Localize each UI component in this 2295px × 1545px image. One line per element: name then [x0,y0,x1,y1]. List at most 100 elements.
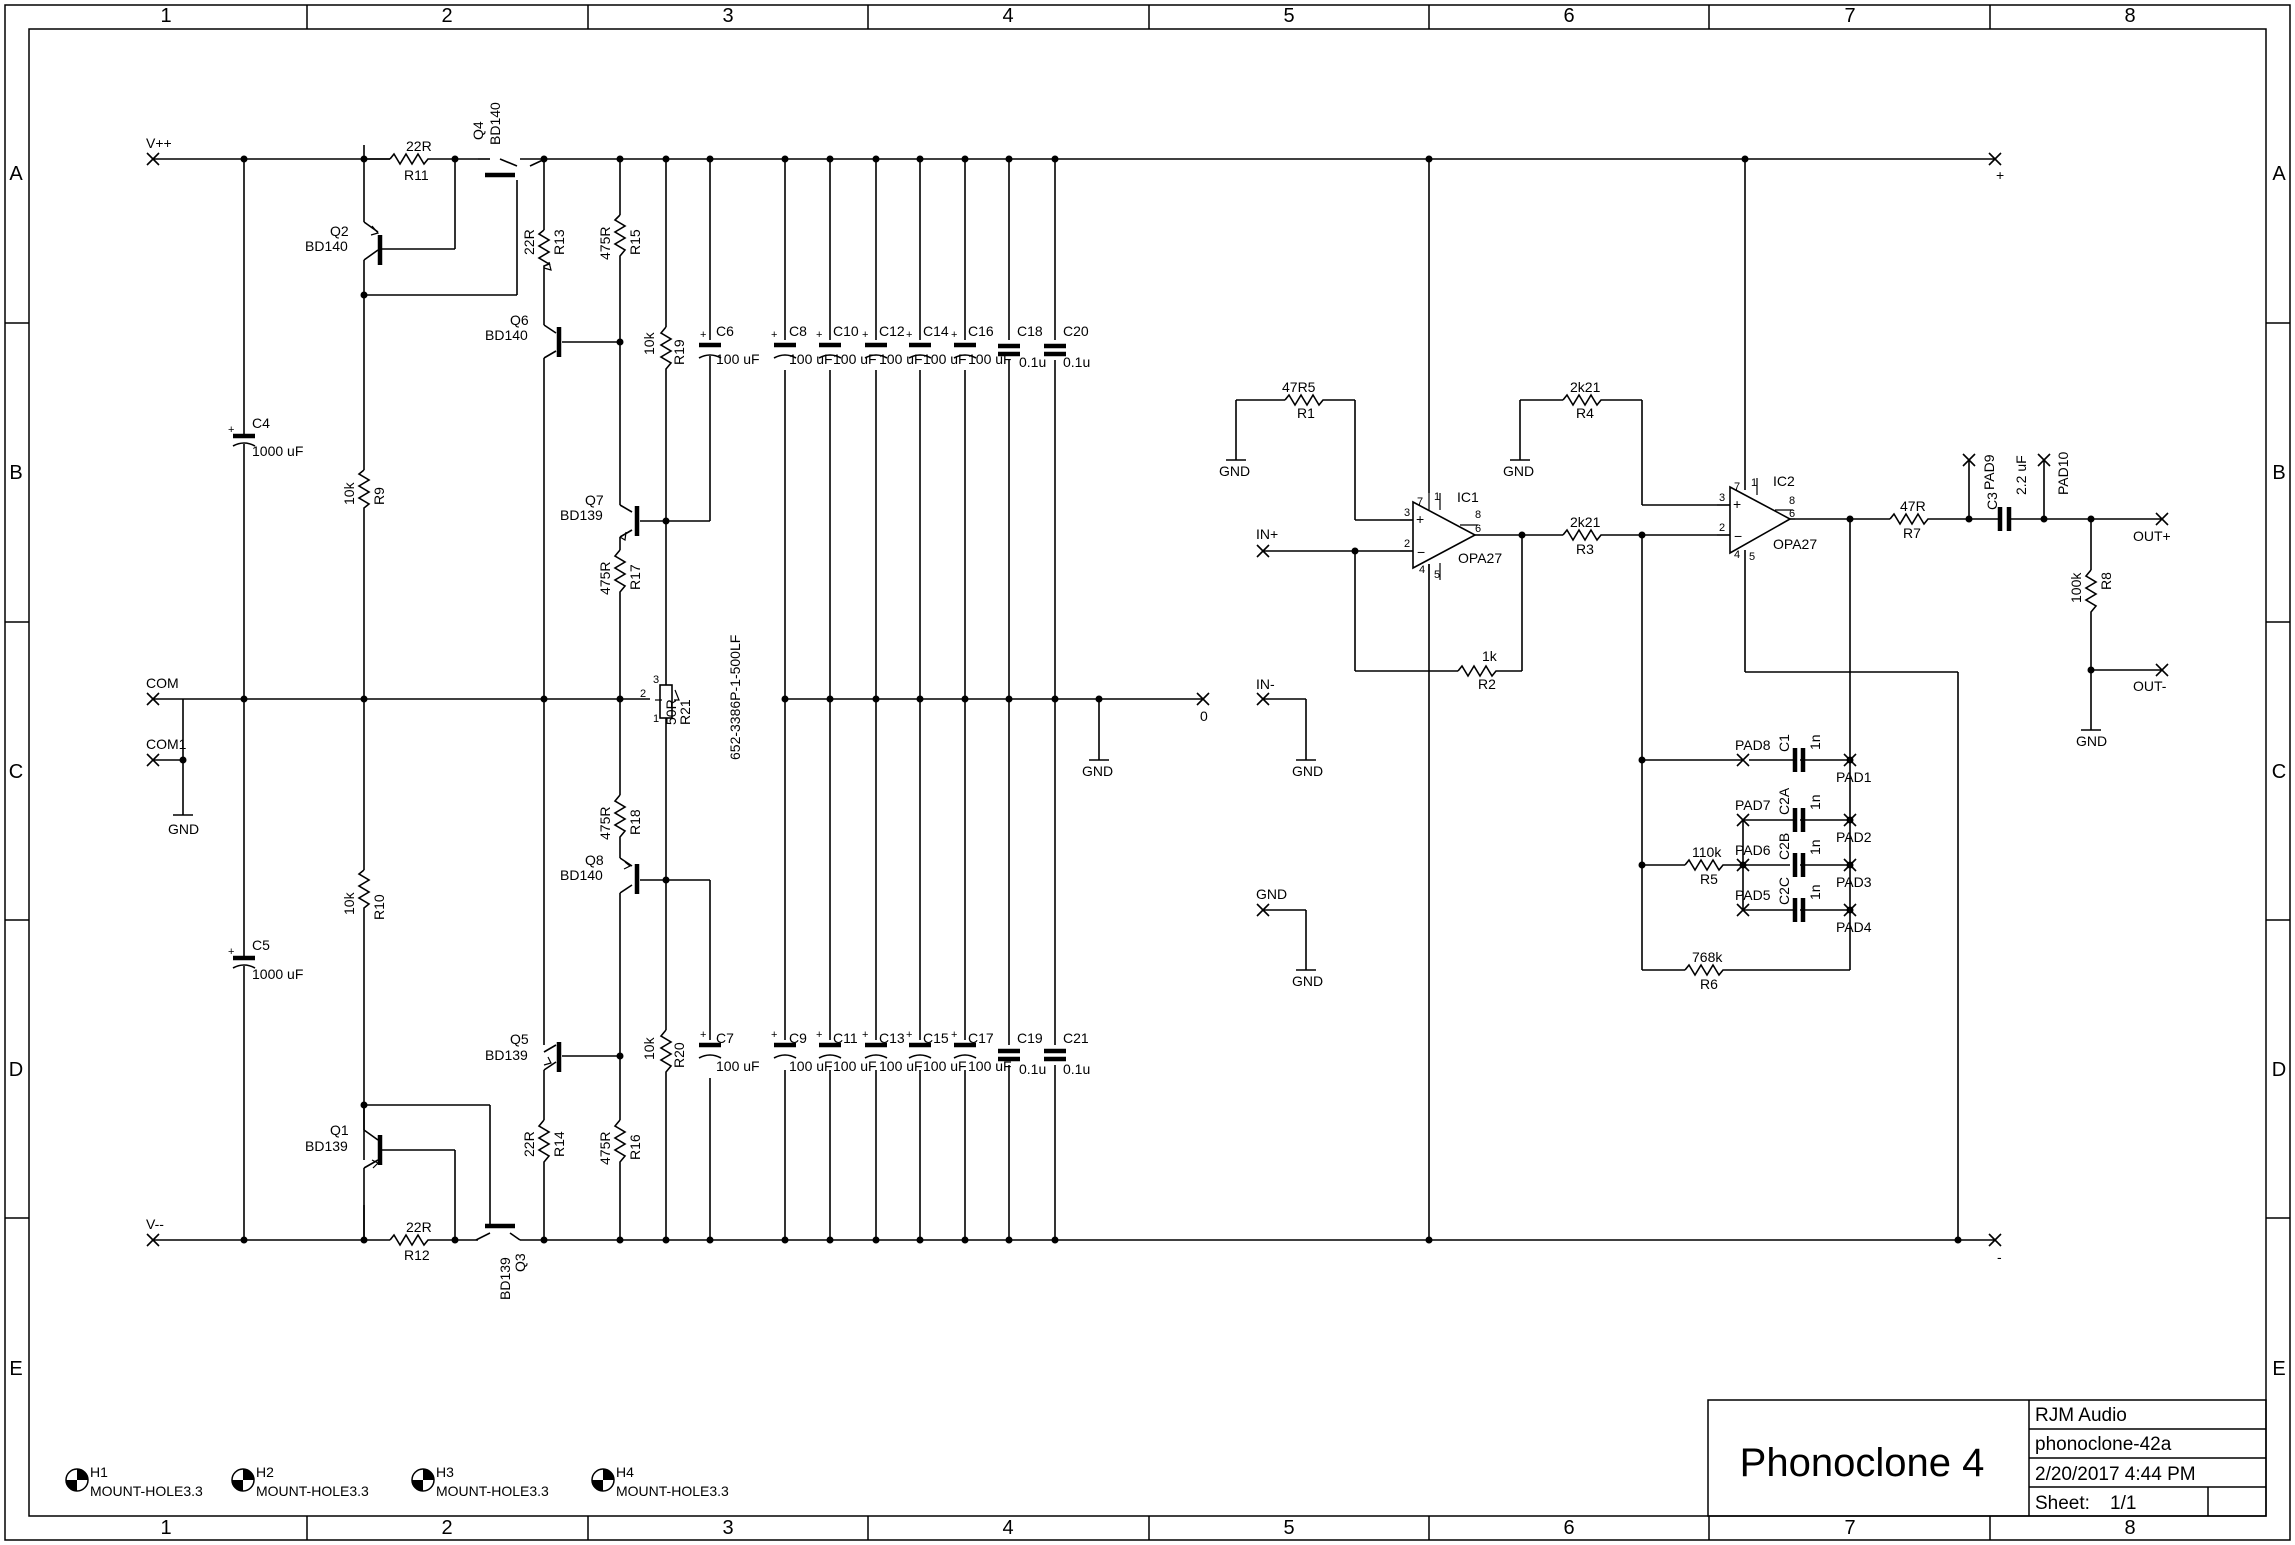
col-label-top: 8 [2124,5,2135,27]
q3-part: BD139 [497,1257,513,1300]
r12-value: 22R [406,1219,432,1235]
r17-ref: R17 [627,564,643,590]
c11-ref: C11 [833,1030,858,1046]
r9-ref: R9 [371,487,387,505]
ground-symbols: GND GND GND GND GND GND GND [168,459,2107,989]
transistor-symbols [370,172,640,1229]
c14-ref: C14 [923,323,949,339]
cap-pol: + [700,329,706,341]
c5-ref: C5 [252,937,270,953]
sheet-label: Sheet: [2035,1493,2090,1514]
resistor-symbols [357,152,2098,1247]
ic1-ref: IC1 [1457,489,1479,505]
c9-ref: C9 [789,1030,807,1046]
ic2-pin8: 8 [1789,495,1795,507]
c18-ref: C18 [1017,323,1043,339]
r1-value: 47R5 [1282,379,1316,395]
c13-value: 100 uF [879,1058,923,1074]
pad3: PAD3 [1836,874,1872,890]
ic1-pin8: 8 [1475,509,1481,521]
port-in-minus: IN- [1256,676,1275,692]
sheet-frame [4,4,2291,1541]
r19-value: 10k [641,331,657,355]
q5-ref: Q5 [510,1031,529,1047]
c10-ref: C10 [833,323,859,339]
file-text: phonoclone-42a [2035,1434,2172,1455]
cap-pol: + [228,424,234,436]
ic1-pin7: 7 [1417,496,1423,508]
ic2-pin6: 6 [1789,508,1795,520]
q7-ref: Q7 [585,492,604,508]
pad6: PAD6 [1735,842,1771,858]
cap-pol: + [228,946,234,958]
resistor-r3 [1562,528,1603,542]
r15-value: 475R [597,227,613,260]
capacitor-symbols [232,342,2012,1062]
r10-ref: R10 [371,894,387,920]
col-label-bottom: 7 [1844,1517,1855,1539]
resistor-r7 [1889,512,1930,526]
r4-ref: R4 [1576,405,1594,421]
c16-value: 100 uF [968,351,1012,367]
r16-value: 475R [597,1132,613,1165]
resistor-labels: 22R R11 22R R12 10k R9 10k R10 22R R13 2… [341,138,2114,1263]
mount-hole-ref: H1 [90,1464,108,1480]
port-out-minus: OUT- [2133,678,2167,694]
c9-value: 100 uF [789,1058,833,1074]
row-label-right: A [2272,163,2286,185]
port-com1: COM1 [146,736,187,752]
r11-value: 22R [406,138,432,154]
r21-part: 652-3386P-1-500LF [727,635,743,760]
r6-value: 768k [1692,949,1723,965]
c12-ref: C12 [879,323,905,339]
resistor-r19 [659,326,673,375]
r14-value: 22R [521,1131,537,1157]
r17-value: 475R [597,562,613,595]
port-com: COM [146,675,179,691]
trimpot-r21 [659,684,673,719]
row-label-right: B [2272,462,2285,484]
ic1-pin1: 1 [1434,491,1440,503]
row-label-left: A [9,163,23,185]
port-minus: - [1997,1249,2002,1265]
r15-ref: R15 [627,229,643,255]
r4-value: 2k21 [1570,379,1601,395]
r1-ref: R1 [1297,405,1315,421]
col-label-bottom: 8 [2124,1517,2135,1539]
resistor-r17 [613,549,627,600]
r3-value: 2k21 [1570,514,1601,530]
pad10: PAD10 [2055,451,2071,495]
c2c-value: 1n [1807,884,1823,900]
c21-value: 0.1u [1063,1061,1090,1077]
mount-hole-ref: H3 [436,1464,454,1480]
mount-hole-icon [231,1468,255,1492]
ic2-pin5: 5 [1749,551,1755,563]
r21-ref: R21 [677,699,693,725]
ic2-ref: IC2 [1773,473,1795,489]
company-text: RJM Audio [2035,1405,2127,1426]
pad7: PAD7 [1735,797,1771,813]
r13-value: 22R [521,229,537,255]
r10-value: 10k [341,891,357,915]
c12-value: 100 uF [879,351,923,367]
c15-value: 100 uF [923,1058,967,1074]
gnd-label: GND [1082,763,1113,779]
r21-pin2: 2 [640,688,646,700]
row-label-right: C [2272,761,2286,783]
title-text: Phonoclone 4 [1740,1441,1985,1485]
c20-ref: C20 [1063,323,1089,339]
c2a-ref: C2A [1776,787,1792,815]
r21-value: 50R [663,699,679,725]
port-gnd-in: GND [1256,886,1287,902]
r13-ref: R13 [551,229,567,255]
pad5: PAD5 [1735,887,1771,903]
col-label-top: 3 [722,5,733,27]
ic1-minus: − [1417,544,1425,560]
frame-row-labels: A B C D E A B C D E [9,163,2287,1380]
ic2-pin2: 2 [1719,522,1725,534]
mount-hole-part: MOUNT-HOLE3.3 [616,1483,729,1499]
c2c-ref: C2C [1776,877,1792,905]
mount-hole-icon [411,1468,435,1492]
upper-electrolytic-caps [698,342,1066,380]
r6-ref: R6 [1700,976,1718,992]
